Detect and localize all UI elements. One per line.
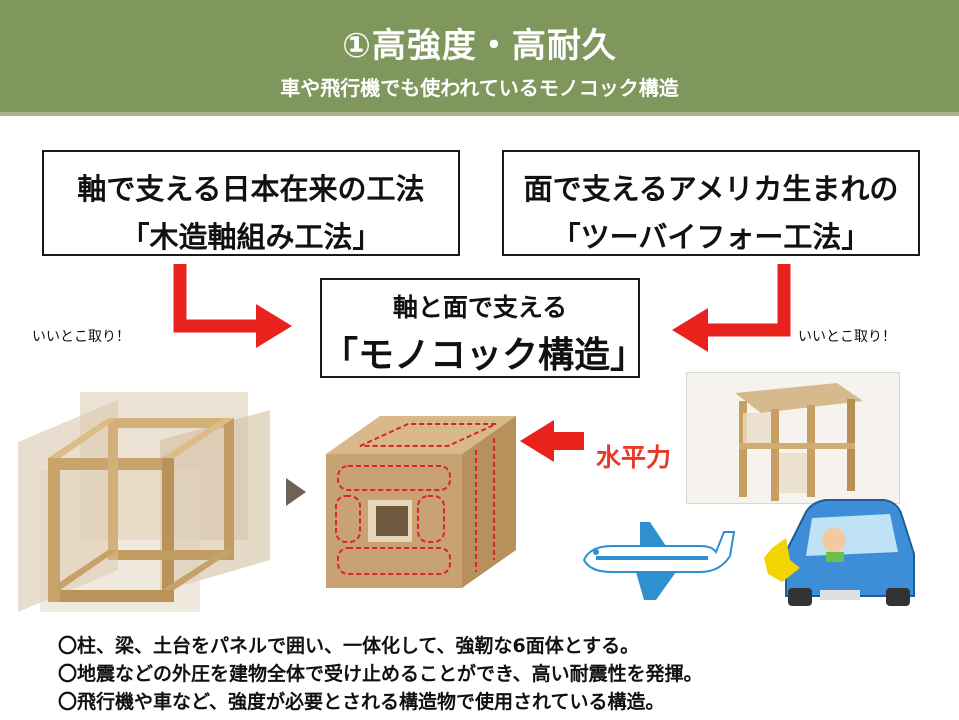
- house-frame-illustration: [735, 383, 863, 501]
- note-best-of-both-right: いいとこ取り！: [798, 329, 896, 345]
- note-best-of-both-left: いいとこ取り！: [32, 329, 130, 345]
- box-right-line1: 面で支えるアメリカ生まれの: [523, 172, 899, 206]
- header-divider: [0, 112, 959, 116]
- page-subtitle: 車や飛行機でも使われているモノコック構造: [280, 76, 679, 100]
- box-wooden-frame-method: 軸で支える日本在来の工法 「木造軸組み工法」: [42, 150, 460, 256]
- wooden-frame-cube-illustration: [18, 392, 270, 612]
- play-triangle-icon: [286, 478, 306, 506]
- box-center-line1: 軸と面で支える: [392, 293, 568, 322]
- red-arrow-left-icon: [173, 264, 292, 348]
- panel-box-illustration: [326, 416, 516, 588]
- box-left-line1: 軸で支える日本在来の工法: [77, 172, 425, 206]
- car-icon: [764, 499, 915, 606]
- box-two-by-four-method: 面で支えるアメリカ生まれの 「ツーバイフォー工法」: [502, 150, 920, 256]
- box-right-line2: 「ツーバイフォー工法」: [551, 220, 871, 254]
- box-monocoque-structure: 軸と面で支える 「モノコック構造」: [320, 278, 647, 378]
- header-banner: [0, 0, 959, 112]
- bullet-item: 〇地震などの外圧を建物全体で受け止めることができ、高い耐震性を発揮。: [58, 663, 703, 685]
- bullet-item: 〇柱、梁、土台をパネルで囲い、一体化して、強靭な6面体とする。: [58, 635, 640, 657]
- bullet-item: 〇飛行機や車など、強度が必要とされる構造物で使用されている構造。: [58, 691, 665, 713]
- horizontal-force-arrow-icon: [520, 420, 584, 462]
- bullet-list: 〇柱、梁、土台をパネルで囲い、一体化して、強靭な6面体とする。 〇地震などの外圧…: [58, 632, 938, 716]
- box-left-line2: 「木造軸組み工法」: [120, 220, 382, 254]
- airplane-icon: [582, 522, 736, 600]
- red-arrow-right-icon: [672, 264, 791, 352]
- horizontal-force-label: 水平力: [596, 443, 672, 472]
- box-center-line2: 「モノコック構造」: [322, 335, 647, 376]
- page-title: ①高強度・高耐久: [342, 26, 617, 66]
- two-by-four-house-photo: [686, 372, 900, 504]
